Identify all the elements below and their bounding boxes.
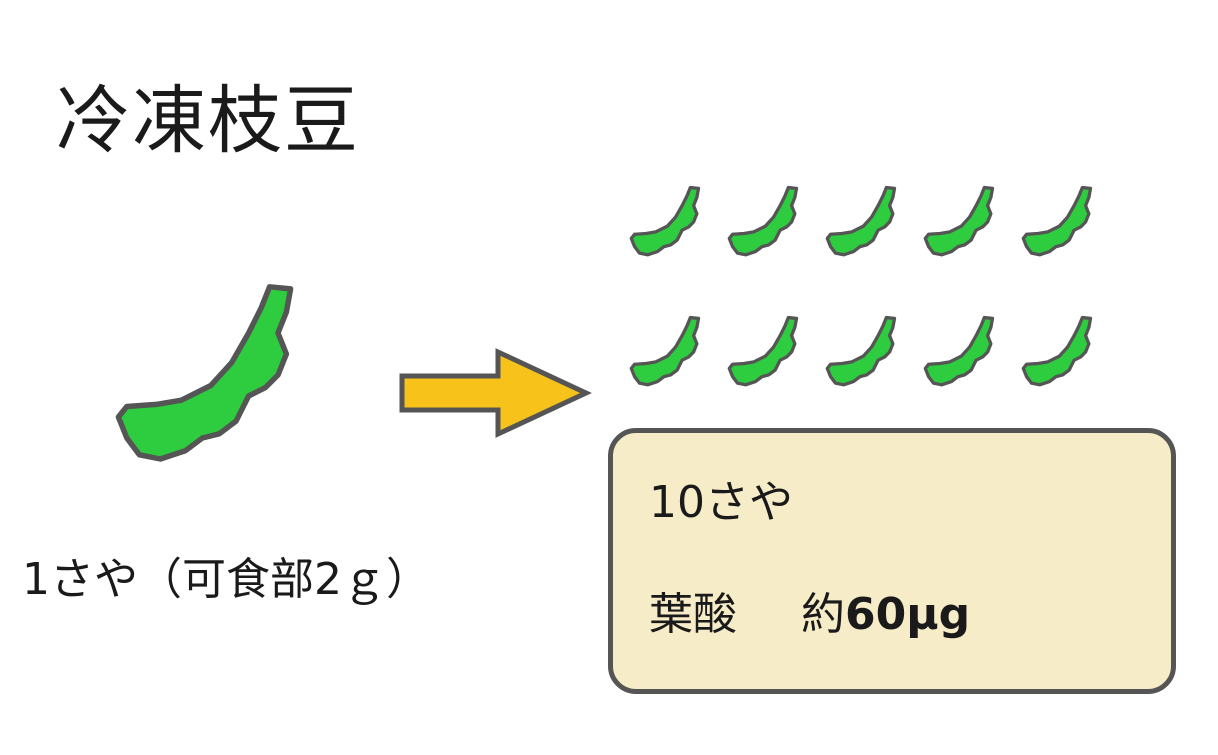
nutrient-line: 葉酸約60μg (649, 593, 970, 637)
edamame-pod-icon (727, 315, 799, 387)
edamame-pod-icon (825, 315, 897, 387)
edamame-pod-icon (727, 185, 799, 257)
edamame-pod-icon (1021, 185, 1093, 257)
pod-count-label: 10さや (649, 477, 793, 528)
pod-row (628, 302, 1108, 402)
info-box: 10さや 葉酸約60μg (608, 428, 1176, 694)
single-pod-caption: 1さや（可食部2ｇ） (22, 554, 430, 605)
edamame-pod-icon (923, 315, 995, 387)
edamame-pod-icon (629, 185, 701, 257)
right-arrow-icon (399, 348, 592, 438)
edamame-pod-icon (825, 185, 897, 257)
pod-group-ten (628, 172, 1108, 402)
pod-row (628, 172, 1108, 272)
nutrient-prefix: 約 (801, 589, 845, 640)
edamame-pod-icon (115, 284, 294, 462)
edamame-pod-icon (629, 315, 701, 387)
edamame-pod-icon (1021, 315, 1093, 387)
nutrient-label: 葉酸 (649, 589, 737, 640)
nutrient-value: 60μg (845, 589, 971, 640)
page-title: 冷凍枝豆 (56, 78, 360, 164)
edamame-pod-icon (923, 185, 995, 257)
